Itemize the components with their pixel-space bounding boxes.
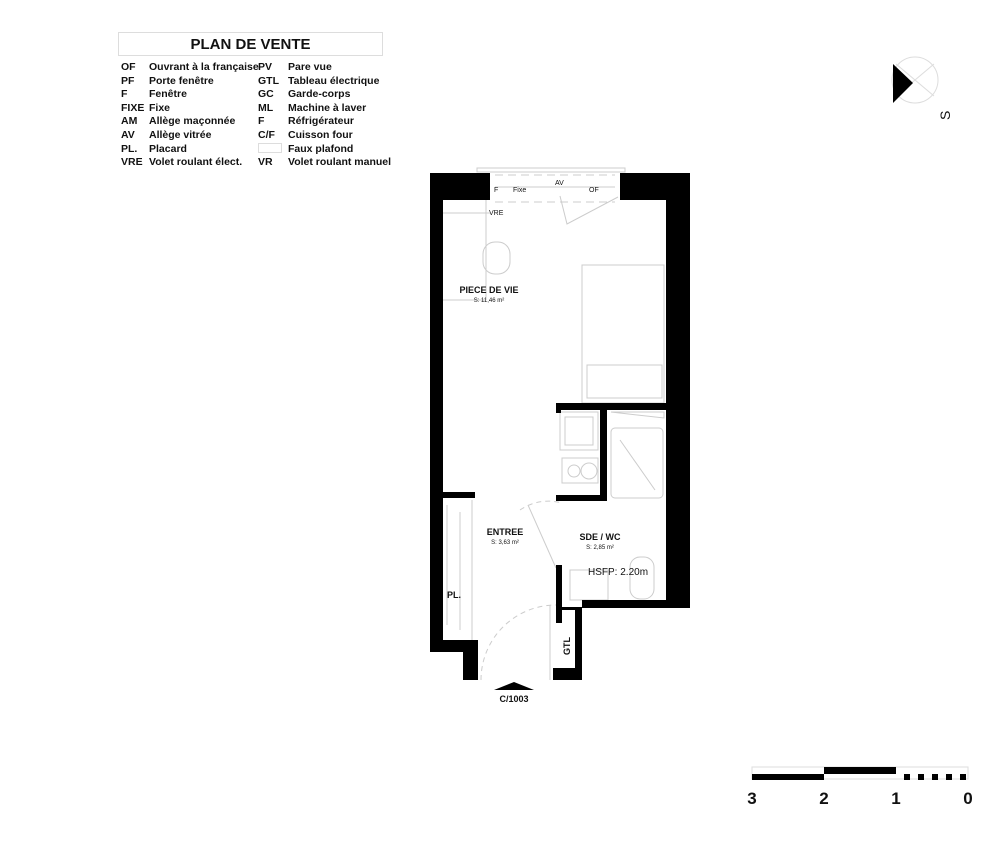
legend-label1: Allège maçonnée [149, 115, 236, 128]
scale-tick-1: 1 [891, 789, 900, 808]
legend-label1: Fixe [149, 101, 171, 114]
legend-label2: Tableau électrique [288, 74, 380, 87]
furniture [443, 167, 665, 681]
legend-code2 [258, 142, 282, 156]
room-area-entry: S: 3,63 m² [491, 540, 519, 546]
legend-code2: VR [258, 156, 273, 169]
entry-ref-label: C/1003 [499, 694, 528, 704]
plan-labels: F Fixe AV OF VRE PIECE DE VIE S: 11,46 m… [447, 180, 648, 704]
room-name-entry: ENTREE [487, 527, 524, 537]
scale-tick-2: 2 [819, 789, 828, 808]
room-area-bathroom: S: 2,85 m² [586, 545, 614, 551]
hsfp-label: HSFP: 2.20m [588, 567, 648, 578]
legend-label2: Volet roulant manuel [288, 156, 392, 169]
room-name-living: PIECE DE VIE [459, 285, 518, 295]
legend-code1: AM [121, 115, 138, 128]
legend-label1: Allège vitrée [149, 128, 212, 141]
legend-label1: Porte fenêtre [149, 74, 214, 87]
legend-label2: Machine à laver [288, 101, 367, 114]
window-av-label: AV [555, 180, 564, 187]
legend-code2: GTL [258, 74, 279, 87]
window-fixe-label: Fixe [513, 187, 526, 194]
room-area-living: S: 11,46 m² [474, 298, 505, 304]
compass-icon: S [891, 56, 953, 120]
legend-code2: C/F [258, 128, 275, 141]
gtl-label: GTL [562, 637, 572, 655]
legend-label2: Pare vue [288, 61, 332, 73]
faux-plafond-swatch [258, 142, 282, 153]
legend-label2: Cuisson four [288, 128, 353, 141]
legend-label1: Ouvrant à la française [149, 61, 259, 73]
legend-label2: Garde-corps [288, 88, 351, 101]
legend-code2: ML [258, 101, 274, 114]
legend-label1: Placard [149, 142, 187, 155]
legend-label2: Faux plafond [288, 142, 354, 155]
scale-tick-0: 0 [963, 789, 972, 808]
legend-code1: F [121, 88, 128, 101]
legend-code1: OF [121, 61, 136, 73]
legend-code1: AV [121, 128, 135, 141]
legend-code1: VRE [121, 156, 143, 169]
legend-code2: F [258, 115, 265, 128]
legend-title: PLAN DE VENTE [118, 32, 383, 56]
closet-label: PL. [447, 590, 461, 600]
legend-code1: PF [121, 74, 135, 87]
legend-code2: GC [258, 88, 274, 101]
scale-bar: 3 2 1 0 [747, 766, 973, 808]
legend-label1: Volet roulant élect. [149, 156, 243, 169]
legend-label1: Fenêtre [149, 88, 187, 101]
legend-code1: PL. [121, 142, 138, 155]
legend-label2: Réfrigérateur [288, 115, 354, 128]
window-vre-label: VRE [489, 210, 504, 217]
compass-label: S [937, 111, 953, 120]
room-name-bathroom: SDE / WC [579, 532, 621, 542]
legend-code1: FIXE [121, 101, 145, 114]
window-of-label: OF [589, 187, 599, 194]
entry-arrow-icon [494, 682, 534, 690]
walls [430, 173, 690, 690]
legend-code2: PV [258, 61, 273, 73]
scale-tick-3: 3 [747, 789, 756, 808]
window-f-label: F [494, 187, 498, 194]
